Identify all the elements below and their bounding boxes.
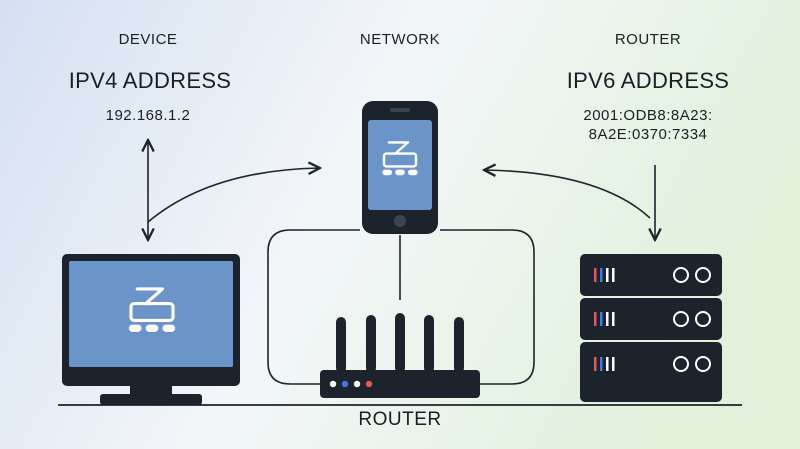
ipv6-address-line1: 2001:ODB8:8A23:	[583, 107, 713, 124]
router-heading: ROUTER	[614, 31, 682, 48]
wifi-router-icon	[320, 313, 480, 398]
device-heading: DEVICE	[118, 31, 178, 48]
left-connection-line	[267, 229, 360, 385]
router-caption: ROUTER	[358, 409, 442, 430]
ipv4-address: 192.168.1.2	[105, 107, 191, 124]
server-unit	[580, 254, 722, 296]
right-connection-line	[440, 229, 535, 385]
server-to-phone-arrow	[484, 170, 651, 219]
device-to-phone-arrow	[147, 168, 320, 223]
ipv6-address-line2: 8A2E:0370:7334	[588, 126, 708, 143]
ipv4-title: IPV4 ADDRESS	[68, 68, 232, 93]
monitor-icon	[62, 254, 240, 405]
server-unit	[580, 298, 722, 340]
network-heading: NETWORK	[359, 31, 441, 48]
smartphone-icon	[362, 101, 438, 234]
server-unit	[580, 342, 722, 402]
ipv6-title: IPV6 ADDRESS	[566, 68, 730, 93]
server-rack-icon	[580, 254, 722, 402]
